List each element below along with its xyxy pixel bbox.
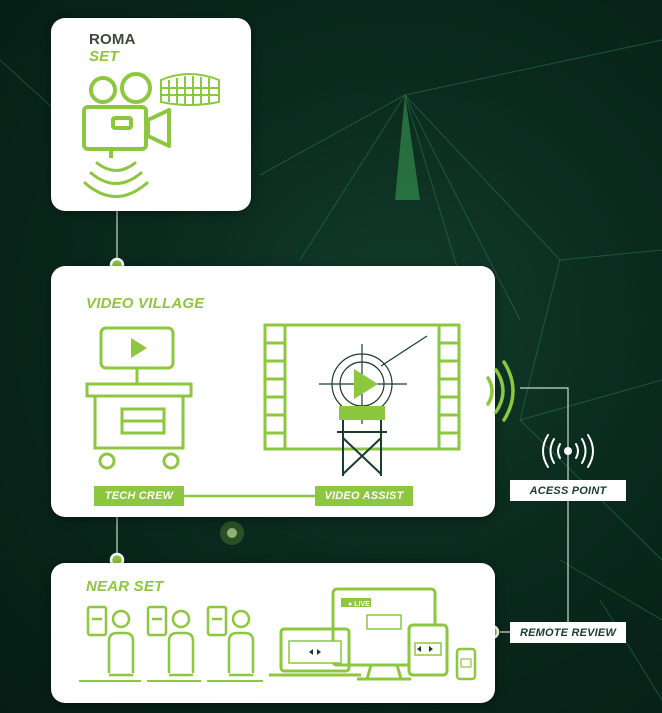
video-village-card: VIDEO VILLAGE	[51, 266, 495, 517]
crew-member-icon	[146, 605, 195, 677]
play-icon	[354, 369, 378, 399]
crew-member-icon	[206, 605, 255, 677]
colosseum-icon	[160, 73, 220, 106]
camera-icon	[82, 72, 171, 198]
film-frame-icon	[263, 323, 461, 451]
phone-icon	[455, 647, 477, 681]
video-village-title: VIDEO VILLAGE	[86, 295, 205, 312]
laptop-icon	[269, 627, 361, 677]
tech-crew-tag: TECH CREW	[94, 486, 184, 506]
access-point-tag: ACESS POINT	[510, 480, 626, 501]
video-assist-tag: VIDEO ASSIST	[315, 486, 413, 506]
remote-review-tag: REMOTE REVIEW	[510, 622, 626, 643]
live-text: ● LIVE	[348, 601, 370, 608]
near-set-card: NEAR SET	[51, 563, 495, 703]
monitor-cart-icon	[85, 326, 193, 470]
roma-label: ROMA	[89, 31, 136, 48]
live-badge-monitor	[341, 598, 371, 607]
near-set-illustration: ● LIVE	[79, 587, 477, 682]
video-village-illustration	[85, 323, 461, 498]
tablet-icon	[407, 623, 449, 677]
crew-member-icon	[86, 605, 135, 677]
set-label: SET	[89, 48, 119, 65]
near-set-title: NEAR SET	[86, 578, 164, 595]
roma-set-card: ROMA SET	[51, 18, 251, 211]
director-chair-icon	[337, 406, 387, 476]
access-point-icon	[542, 434, 594, 468]
signal-waves-icon	[486, 360, 515, 422]
